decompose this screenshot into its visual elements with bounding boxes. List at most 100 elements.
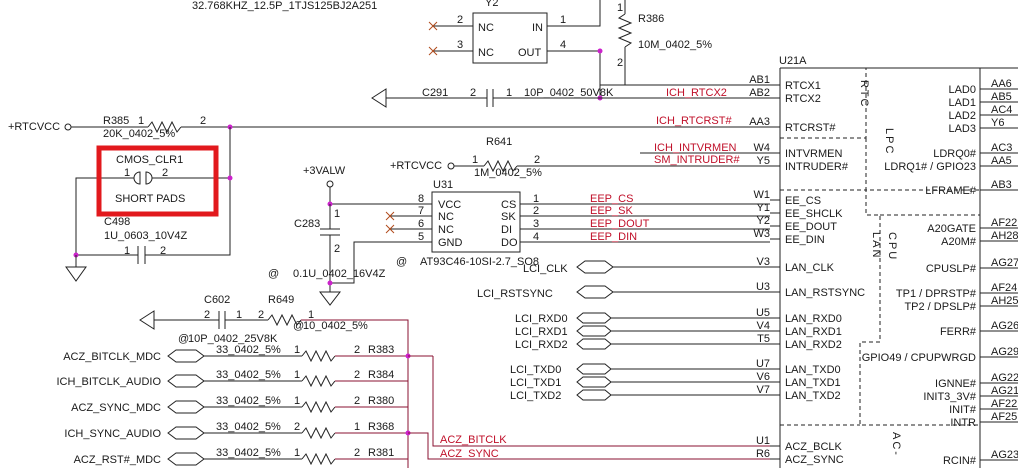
u31-pin-name: NC	[438, 224, 454, 236]
u21a-pin-num: AB5	[991, 91, 1012, 103]
u21a-pin-name: LAN_RSTSYNC	[785, 287, 865, 299]
y2-in-wire	[547, 0, 601, 27]
acz-res-pin: 1	[294, 395, 300, 407]
y2-pin-out: OUT	[518, 47, 542, 59]
u21a-pin-num: AF22	[991, 398, 1017, 410]
u21a-pin-num: V7	[757, 384, 770, 396]
u21a-pin-num: U5	[756, 307, 770, 319]
acz-bitclk-wire	[432, 356, 770, 447]
offsheet-connector	[576, 376, 612, 388]
net-label-eep: EEP_DOUT	[590, 218, 650, 230]
u21a-pin-num: R6	[756, 448, 770, 460]
at-marker: @	[293, 320, 304, 332]
u31-pin-num: 8	[418, 193, 424, 205]
c283-pin: 2	[334, 243, 340, 255]
acz-res-pin: 1	[294, 369, 300, 381]
r386-pin1: 1	[617, 2, 623, 14]
y2-body	[472, 12, 548, 64]
y2-pin-num: 1	[560, 14, 566, 26]
power-label-rtcvcc-2: +RTCVCC	[390, 160, 442, 172]
u21a-pin-name: ACZ_BCLK	[785, 441, 843, 453]
c498-value: 1U_0603_10V4Z	[104, 230, 187, 242]
net-label-eep: EEP_CS	[590, 193, 633, 205]
u31-pin-name: NC	[438, 211, 454, 223]
r385-resistor	[147, 120, 182, 134]
short-pad	[145, 171, 153, 185]
u21a-pin-num: AB3	[991, 179, 1012, 191]
acz-sync-wire	[408, 432, 770, 460]
r641-resistor	[483, 159, 518, 173]
y2-ref: Y2	[485, 0, 498, 9]
short-pad	[133, 171, 141, 185]
net-label-lci-txd: LCI_TXD0	[510, 364, 561, 376]
junction-dot	[597, 48, 603, 54]
u21a-pin-num: V4	[757, 320, 770, 332]
u21a-pin-num: W4	[754, 142, 771, 154]
u31-pin-name: GND	[438, 237, 463, 249]
c291-ref: C291	[422, 87, 448, 99]
r385-ref: R385	[103, 115, 129, 127]
net-label-lci-rxd: LCI_RXD0	[515, 313, 568, 325]
c498-ref: C498	[104, 216, 130, 228]
crystal-part-note: 32.768KHZ_12.5P_1TJS125BJ2A251	[192, 0, 377, 12]
net-label-lci-clk: LCI_CLK	[523, 263, 568, 275]
section-label-ac: AC-	[890, 432, 902, 457]
no-connect-marker	[428, 21, 438, 31]
acz-res-pin: 1	[354, 421, 360, 433]
u21a-pin-name: RTCX1	[785, 80, 821, 92]
power-port	[64, 123, 72, 131]
power-label-3valw: +3VALW	[303, 165, 346, 177]
c291-pin: 2	[470, 87, 476, 99]
u21a-pin-num: U7	[756, 358, 770, 370]
u21a-pin-name: LAN_TXD1	[785, 377, 841, 389]
power-label-rtcvcc: +RTCVCC	[8, 121, 60, 133]
acz-res-pin: 2	[354, 369, 360, 381]
u21a-pin-name: LDRQ1# / GPIO23	[884, 161, 976, 173]
u31-pin-num: 5	[418, 231, 424, 243]
acz-res-value: 33_0402_5%	[216, 344, 281, 356]
acz-res-pin: 2	[294, 421, 300, 433]
c283-value: 0.1U_0402_16V4Z	[293, 268, 386, 280]
u21a-pin-num: AG27	[991, 257, 1018, 269]
u21a-pin-num: Y1	[757, 202, 770, 214]
offsheet-connector	[576, 285, 614, 299]
ground-symbol	[139, 310, 155, 330]
at-marker: @	[396, 256, 407, 268]
u21a-pin-name: FERR#	[940, 326, 977, 338]
r649-resistor	[267, 313, 302, 327]
cmos-loop-right	[154, 127, 231, 256]
at-marker: @	[268, 268, 279, 280]
u31-pin-name: DO	[501, 237, 518, 249]
y2-pin-nc1: NC	[478, 22, 494, 34]
acz-res-value: 33_0402_5%	[216, 395, 281, 407]
acz-res-ref: R381	[368, 447, 394, 459]
u21a-pin-name: EE_CS	[785, 195, 821, 207]
u21a-pin-name: LAD3	[948, 123, 976, 135]
offsheet-connector	[576, 260, 614, 274]
r386-ref: R386	[638, 13, 664, 25]
r641-pin: 1	[472, 154, 478, 166]
u21a-pin-num: AB2	[749, 87, 770, 99]
vcc-wire	[329, 187, 411, 205]
u21a-pin-name: LFRAME#	[925, 185, 977, 197]
section-label-lpc: LPC	[883, 128, 895, 155]
r641-ref: R641	[486, 136, 512, 148]
u21a-pin-name: RCIN#	[943, 455, 977, 467]
acz-res-pin: 1	[294, 344, 300, 356]
ground-symbol	[371, 88, 387, 108]
u31-pin-name: VCC	[438, 199, 461, 211]
u21a-pin-name: LAN_CLK	[785, 262, 835, 274]
u21a-pin-num: W1	[754, 189, 771, 201]
no-connect-marker	[385, 211, 395, 221]
u21a-pin-name: RTCX2	[785, 93, 821, 105]
u21a-pin-name: LAN_TXD2	[785, 390, 841, 402]
u21a-pin-name: INTVRMEN	[785, 148, 843, 160]
c498-pin: 1	[124, 245, 130, 257]
u21a-pin-name: LAD0	[948, 84, 976, 96]
c283-pin: 1	[334, 208, 340, 220]
u21a-pin-name: INTR	[950, 417, 976, 429]
cmos-ref: CMOS_CLR1	[116, 154, 183, 166]
